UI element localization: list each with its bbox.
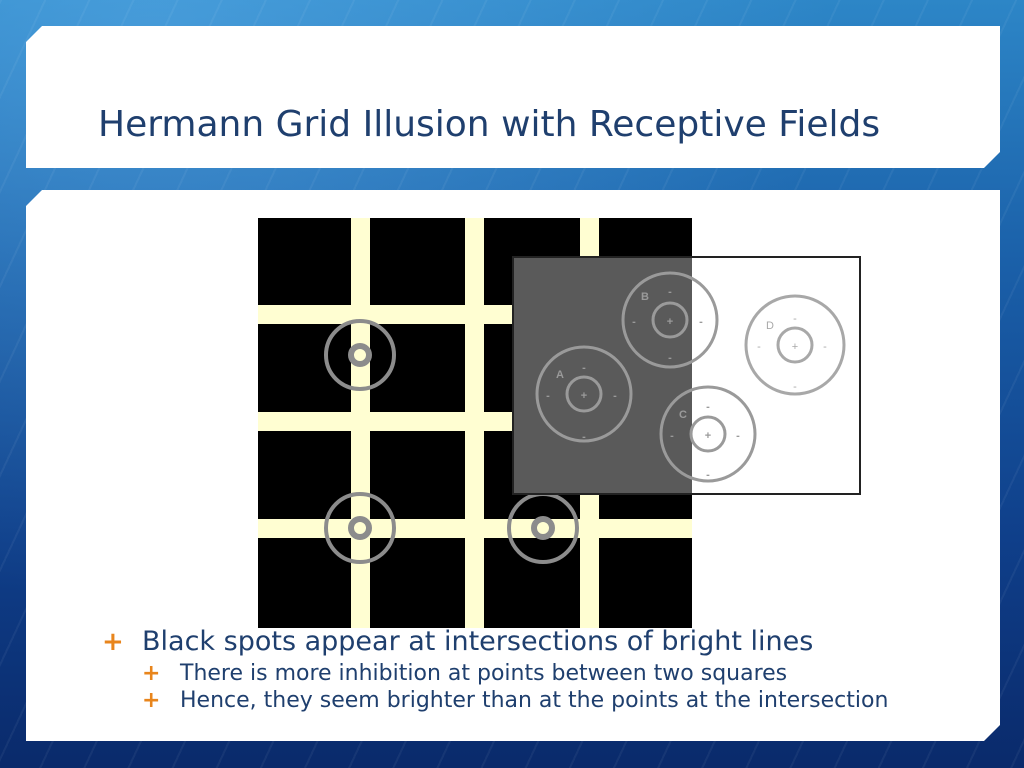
field-c-label: C bbox=[679, 409, 687, 421]
field-c-surround: - bbox=[706, 469, 710, 481]
bullet-text: Black spots appear at intersections of b… bbox=[142, 626, 814, 657]
field-d-surround: - bbox=[823, 341, 827, 353]
receptive-field-c bbox=[661, 387, 755, 481]
field-a-surround: - bbox=[582, 362, 586, 374]
field-d-surround: - bbox=[793, 381, 797, 393]
slide-title: Hermann Grid Illusion with Receptive Fie… bbox=[98, 104, 881, 145]
title-panel: Hermann Grid Illusion with Receptive Fie… bbox=[26, 26, 1000, 168]
receptive-field-a bbox=[537, 347, 631, 441]
field-b-surround: - bbox=[699, 316, 703, 328]
grid-line bbox=[258, 519, 692, 538]
field-d-center: + bbox=[792, 341, 798, 353]
field-a-label: A bbox=[556, 369, 564, 381]
receptive-field-b bbox=[623, 273, 717, 367]
field-c-center: + bbox=[705, 430, 711, 442]
field-c-surround: - bbox=[706, 401, 710, 413]
field-b-surround: - bbox=[632, 316, 636, 328]
grid-receptive-ring bbox=[326, 321, 394, 389]
field-d-label: D bbox=[766, 320, 774, 332]
field-a-surround: - bbox=[546, 390, 550, 402]
plus-bullet-icon: + bbox=[142, 688, 161, 713]
plus-bullet-icon: + bbox=[142, 661, 161, 686]
field-b-surround: - bbox=[668, 286, 672, 298]
bullet-list: + Black spots appear at intersections of… bbox=[102, 626, 982, 713]
field-d-surround: - bbox=[793, 313, 797, 325]
sub-bullet-item: + There is more inhibition at points bet… bbox=[142, 661, 982, 686]
field-a-surround: - bbox=[582, 431, 586, 443]
receptive-field-diagram: A + - - - - B + - - - - bbox=[513, 257, 860, 494]
field-d-surround: - bbox=[757, 341, 761, 353]
field-b-surround: - bbox=[668, 352, 672, 364]
field-b-center: + bbox=[667, 316, 673, 328]
diagram-dark-area bbox=[514, 258, 692, 493]
sub-bullet-item: + Hence, they seem brighter than at the … bbox=[142, 688, 982, 713]
grid-receptive-ring bbox=[326, 494, 394, 562]
content-panel: A + - - - - B + - - - - bbox=[26, 190, 1000, 741]
field-c-surround: - bbox=[670, 430, 674, 442]
plus-bullet-icon: + bbox=[102, 627, 124, 657]
hermann-grid-figure: A + - - - - B + - - - - bbox=[258, 218, 870, 630]
receptive-field-d bbox=[746, 296, 844, 394]
field-c-surround: - bbox=[736, 430, 740, 442]
sub-bullet-text: Hence, they seem brighter than at the po… bbox=[180, 688, 889, 713]
field-b-label: B bbox=[641, 291, 649, 303]
bullet-item: + Black spots appear at intersections of… bbox=[102, 626, 982, 657]
field-a-center: + bbox=[581, 390, 587, 402]
sub-bullet-text: There is more inhibition at points betwe… bbox=[180, 661, 788, 686]
field-a-surround: - bbox=[613, 390, 617, 402]
